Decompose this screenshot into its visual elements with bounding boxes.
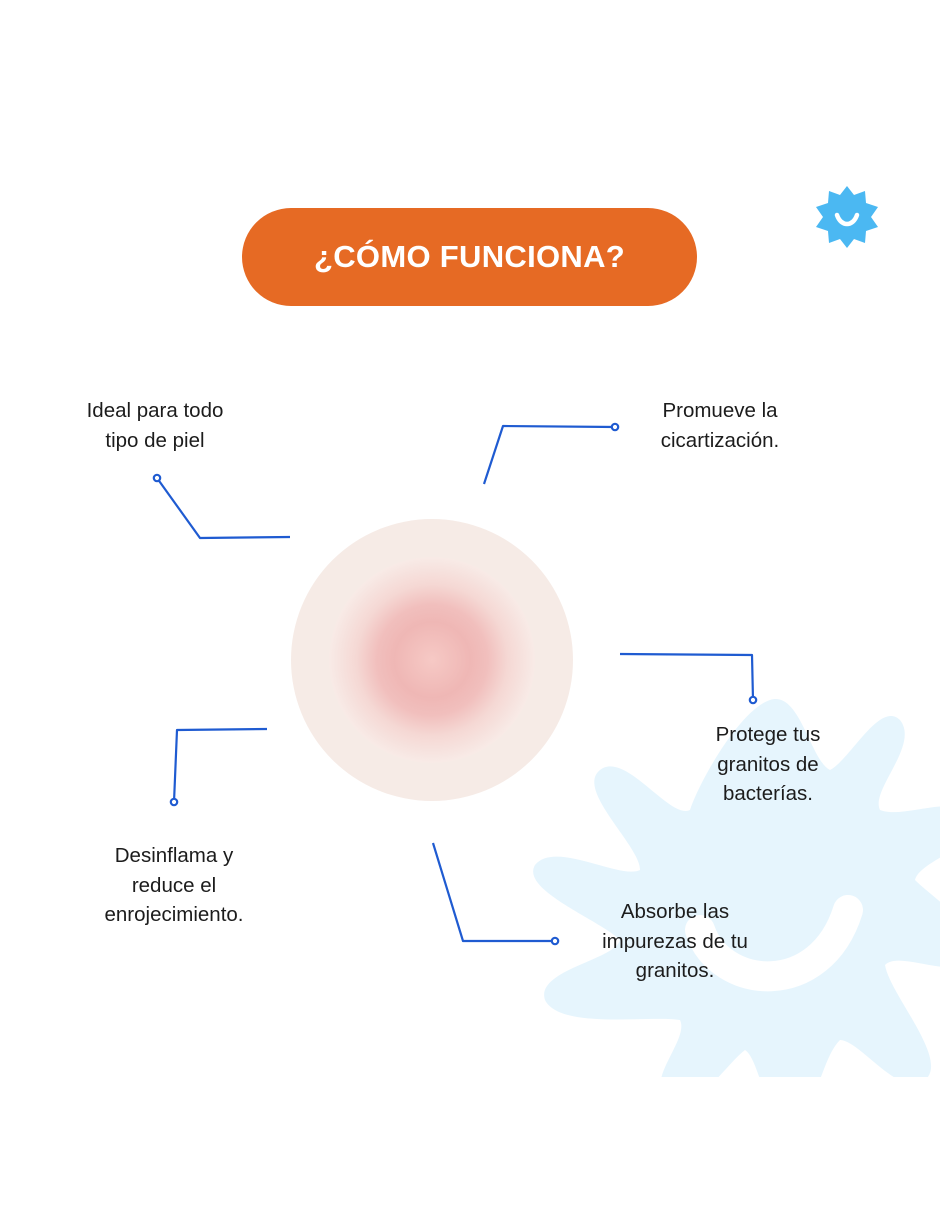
benefit-protege: Protege tus granitos de bacterías. xyxy=(668,720,868,809)
benefit-line: Protege tus xyxy=(715,723,821,746)
page-title: ¿CÓMO FUNCIONA? xyxy=(313,239,626,274)
pimple-illustration xyxy=(291,519,573,801)
benefit-line: granitos. xyxy=(635,959,715,982)
benefit-line: enrojecimiento. xyxy=(104,903,244,926)
pimple-core xyxy=(329,557,535,763)
benefit-line: Promueve la xyxy=(662,399,778,422)
benefit-line: Desinflama y xyxy=(114,844,234,867)
benefit-line: tipo de piel xyxy=(105,428,205,452)
benefit-line: bacterías. xyxy=(722,782,814,805)
background-sun-shape xyxy=(533,699,940,1077)
benefit-promueve: Promueve la cicartización. xyxy=(620,396,820,455)
benefit-desinflama: Desinflama y reduce el enrojecimiento. xyxy=(64,841,284,930)
benefit-line: Ideal para todo xyxy=(86,399,224,422)
title-pill: ¿CÓMO FUNCIONA? xyxy=(242,208,697,306)
benefit-absorbe: Absorbe las impurezas de tu granitos. xyxy=(565,897,785,986)
benefit-line: Absorbe las xyxy=(620,900,730,923)
benefit-line: cicartización. xyxy=(660,428,780,452)
benefit-line: granitos de xyxy=(717,752,819,776)
benefit-line: reduce el xyxy=(131,873,217,897)
benefit-line: impurezas de tu xyxy=(602,929,748,953)
benefit-ideal: Ideal para todo tipo de piel xyxy=(55,396,255,455)
background-sun-smile xyxy=(685,895,863,992)
